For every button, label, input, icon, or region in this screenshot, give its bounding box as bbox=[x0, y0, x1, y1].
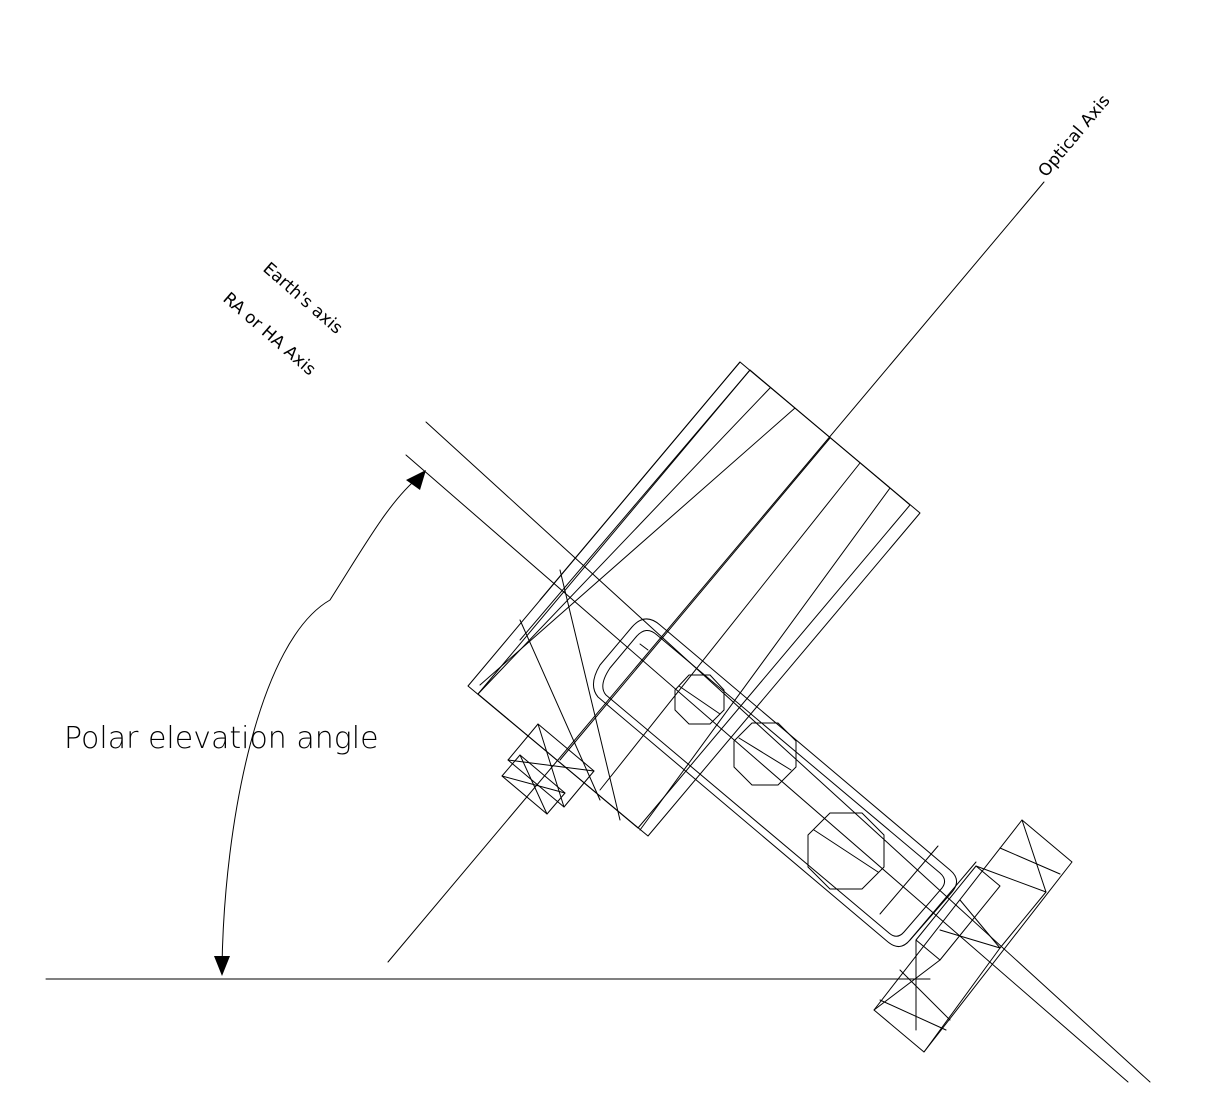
eyepiece-stub bbox=[501, 723, 595, 815]
arc-arrowhead-top bbox=[406, 470, 426, 490]
bolt-large bbox=[807, 812, 885, 890]
optical-axis-line bbox=[387, 181, 1045, 963]
optical-axis-label: Optical Axis bbox=[1035, 91, 1115, 181]
polar-elevation-angle-label: Polar elevation angle bbox=[64, 721, 379, 756]
telescope-tube bbox=[467, 361, 921, 837]
mounting-bracket bbox=[593, 618, 977, 947]
bracket-slot bbox=[639, 643, 649, 651]
ra-axis-lines bbox=[405, 421, 1151, 1083]
ra-gear bbox=[873, 819, 1073, 1053]
arc-arrowhead-bottom bbox=[214, 956, 230, 976]
bolt-small bbox=[674, 674, 725, 725]
bolt-medium bbox=[733, 722, 797, 786]
polar-elevation-arc bbox=[214, 470, 426, 976]
